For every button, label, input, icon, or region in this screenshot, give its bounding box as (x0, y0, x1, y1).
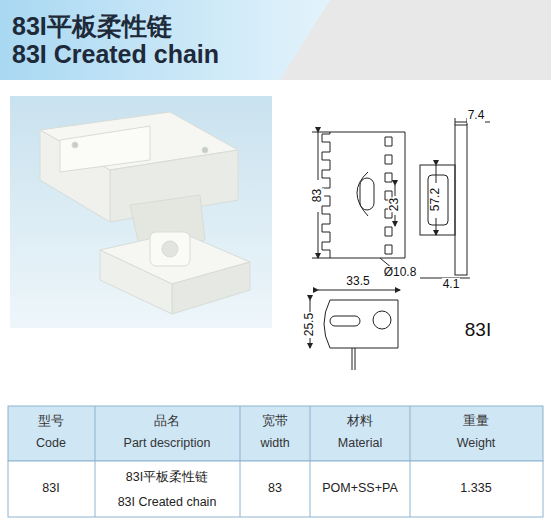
table-header: 材料 (347, 415, 373, 429)
dimension: 33.5 (345, 275, 370, 288)
table-header: Code (36, 437, 66, 451)
table-header: width (260, 437, 289, 451)
table-cell: POM+SS+PA (322, 482, 398, 496)
model-code: 83I (465, 320, 491, 341)
photo-ground (10, 96, 272, 328)
top-view (312, 132, 405, 268)
dimension: 25.5 (303, 312, 316, 337)
dimension: Ø10.8 (383, 266, 418, 279)
table-header: 宽带 (262, 415, 288, 429)
header-band (0, 0, 551, 80)
dimension: 4.1 (442, 278, 461, 291)
table-header: 品名 (154, 415, 180, 429)
chain-plate-outline (322, 132, 405, 258)
photo-chain-upper (40, 112, 238, 250)
page-subtitle: 83I Created chain (12, 41, 219, 69)
header-accent (0, 0, 330, 80)
table-header: Weight (457, 437, 496, 451)
table-cell: 83 (268, 482, 282, 496)
table-cell: 83I (42, 482, 59, 496)
table-cell: 83I Created chain (118, 496, 217, 510)
table-header: 重量 (463, 415, 489, 429)
table-header: 型号 (38, 415, 64, 429)
dimension: 23 (388, 197, 401, 212)
table-header: Material (338, 437, 382, 451)
side-view (420, 118, 490, 278)
spec-table (8, 406, 543, 517)
photo-chain-lower (100, 232, 250, 314)
table-cell: 1.335 (460, 482, 491, 496)
table-header: Part description (124, 437, 211, 451)
page-title: 83I平板柔性链 (12, 10, 172, 43)
table-cell: 83I平板柔性链 (126, 471, 208, 485)
dimension: 7.4 (467, 109, 486, 122)
dimension: 83 (311, 188, 324, 203)
bottom-view (310, 290, 400, 370)
dimension: 57.2 (429, 187, 442, 212)
